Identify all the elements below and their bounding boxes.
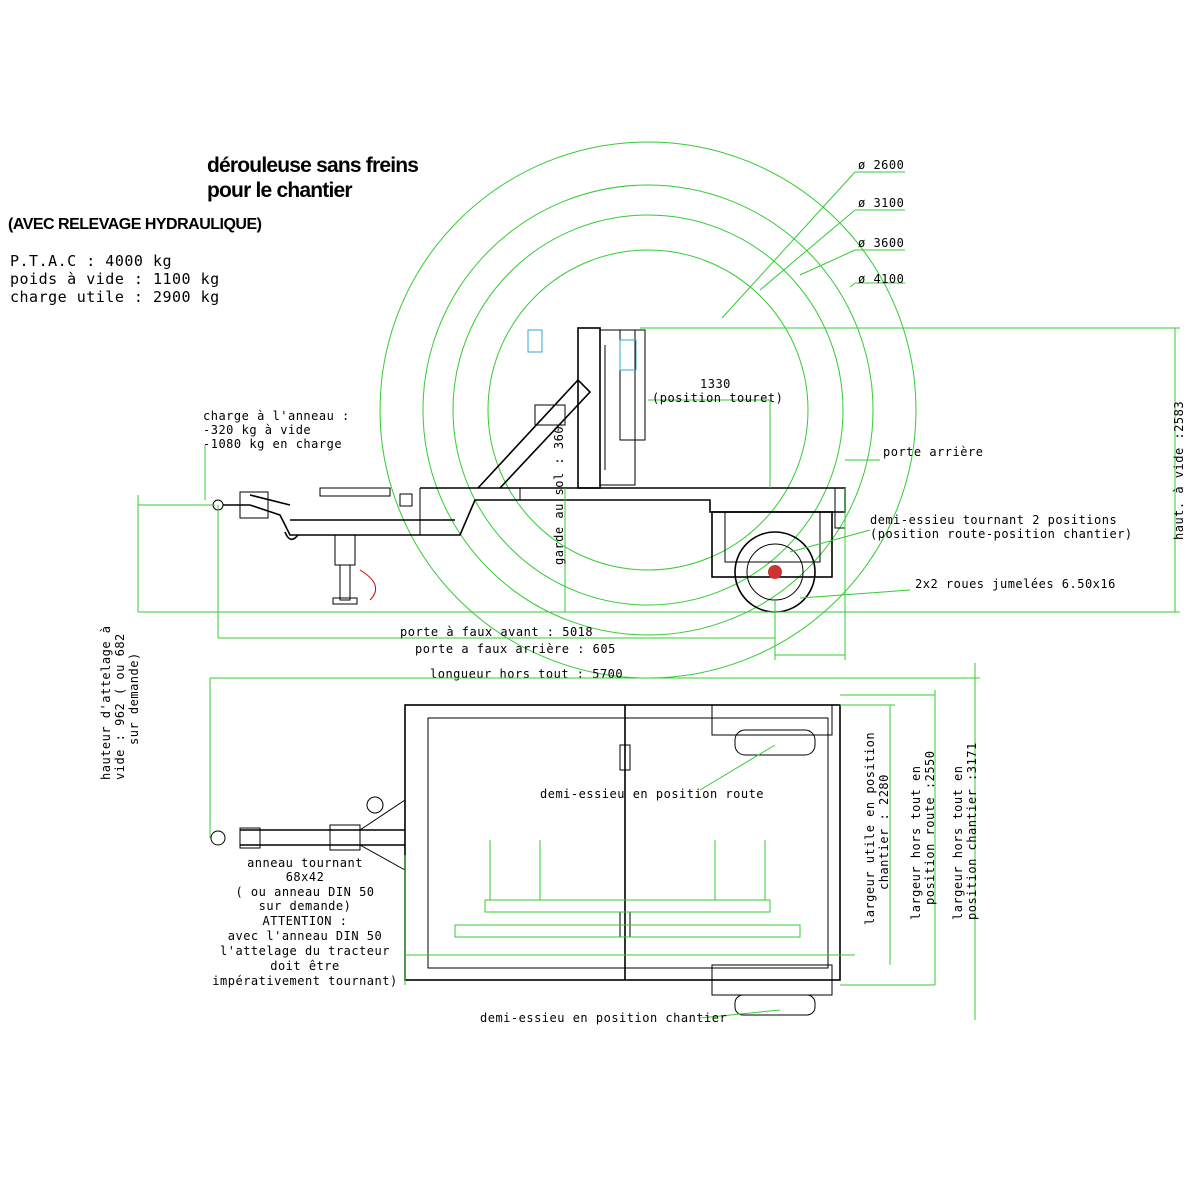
ring-load-line-3: -1080 kg en charge bbox=[203, 437, 342, 451]
diameter-label-2600: ø 2600 bbox=[858, 158, 904, 172]
width-road-line-2: position route :2550 bbox=[923, 751, 937, 906]
spec-payload: charge utile : 2900 kg bbox=[10, 288, 220, 306]
hitch-height-line-3: sur demande) bbox=[127, 652, 141, 745]
wheels-label: 2x2 roues jumelées 6.50x16 bbox=[915, 577, 1116, 591]
top-view-dimensions bbox=[209, 663, 980, 1020]
useful-width-line-1: largeur utile en position bbox=[863, 732, 877, 925]
rear-overhang-label: porte a faux arrière : 605 bbox=[415, 642, 616, 656]
title-subtitle: (AVEC RELEVAGE HYDRAULIQUE) bbox=[8, 216, 262, 233]
circle-2600 bbox=[487, 249, 809, 571]
ring-note-line-4: sur demande) bbox=[259, 899, 352, 913]
diameter-label-3600: ø 3600 bbox=[858, 236, 904, 250]
hitch-height-line-1: hauteur d'attelage à bbox=[99, 626, 113, 781]
ring-note-line-6: avec l'anneau DIN 50 bbox=[228, 929, 383, 943]
ring-note-line-9: impérativement tournant) bbox=[212, 974, 397, 988]
spec-empty-weight: poids à vide : 1100 kg bbox=[10, 270, 220, 288]
touret-position-value: 1330 bbox=[700, 377, 731, 391]
ring-note-line-3: ( ou anneau DIN 50 bbox=[235, 885, 374, 899]
ring-load-line-1: charge à l'anneau : bbox=[203, 409, 350, 423]
height-empty-label: haut. à vide :2583 bbox=[1172, 401, 1186, 540]
circle-4100 bbox=[379, 141, 917, 679]
useful-width-line-2: chantier : 2280 bbox=[877, 774, 891, 890]
half-axle-label-2: (position route-position chantier) bbox=[870, 527, 1133, 541]
half-axle-label-1: demi-essieu tournant 2 positions bbox=[870, 513, 1117, 527]
diameter-label-3100: ø 3100 bbox=[858, 196, 904, 210]
top-view-trailer bbox=[210, 704, 855, 1016]
ring-note-line-7: l'attelage du tracteur bbox=[220, 944, 390, 958]
ground-clearance-label: garde au sol : 360 bbox=[552, 426, 566, 565]
ring-note-line-1: anneau tournant bbox=[247, 856, 363, 870]
title-line-1: dérouleuse sans freins bbox=[207, 154, 418, 177]
front-overhang-label: porte à faux avant : 5018 bbox=[400, 625, 593, 639]
side-view-dimensions bbox=[137, 327, 1180, 660]
circle-3100 bbox=[452, 214, 844, 606]
side-view-trailer bbox=[212, 327, 846, 613]
spec-ptac: P.T.A.C : 4000 kg bbox=[10, 252, 172, 270]
axle-site-label: demi-essieu en position chantier bbox=[480, 1011, 727, 1025]
overall-length-label: longueur hors tout : 5700 bbox=[430, 667, 623, 681]
ring-note: anneau tournant 68x42 ( ou anneau DIN 50… bbox=[212, 856, 397, 988]
width-road-line-1: largeur hors tout en bbox=[909, 766, 923, 921]
axle-road-label: demi-essieu en position route bbox=[540, 787, 764, 801]
width-site-line-1: largeur hors tout en bbox=[951, 766, 965, 921]
ring-note-line-5: ATTENTION : bbox=[263, 914, 348, 928]
ring-note-line-8: doit être bbox=[270, 959, 340, 973]
touret-position-label: (position touret) bbox=[652, 391, 783, 405]
circle-3600 bbox=[422, 184, 874, 636]
rear-door-label: porte arrière bbox=[883, 445, 983, 459]
hitch-height-line-2: vide : 962 ( ou 682 bbox=[113, 633, 127, 780]
diameter-label-4100: ø 4100 bbox=[858, 272, 904, 286]
title-line-2: pour le chantier bbox=[207, 179, 352, 202]
ring-note-line-2: 68x42 bbox=[286, 870, 325, 884]
reel-diameter-circles bbox=[379, 141, 917, 679]
width-site-line-2: position chantier :3171 bbox=[965, 742, 979, 920]
ring-load-line-2: -320 kg à vide bbox=[203, 423, 311, 437]
